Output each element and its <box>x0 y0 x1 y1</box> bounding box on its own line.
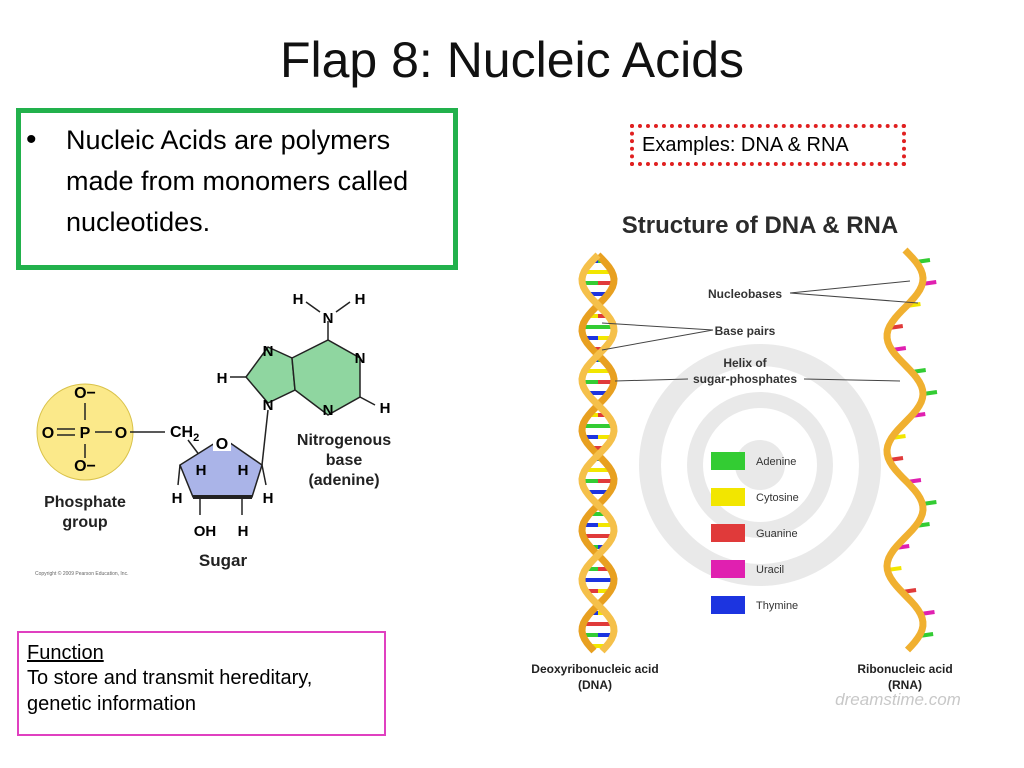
phosphate-o-top: O− <box>74 385 96 402</box>
watermark-text: dreamstime.com <box>835 690 961 709</box>
base-h-top-left: H <box>293 291 304 308</box>
sugar-h-3: H <box>172 490 183 507</box>
slide-title: Flap 8: Nucleic Acids <box>279 32 745 88</box>
figure-title: Structure of DNA & RNA <box>622 212 898 239</box>
legend-swatch-uracil <box>711 560 745 578</box>
legend-label-uracil: Uracil <box>756 564 784 576</box>
label-base-pairs: Base pairs <box>715 324 776 338</box>
function-title: Function <box>27 642 104 664</box>
sugar-o: O <box>216 436 228 453</box>
sugar-h-1: H <box>196 462 207 479</box>
dna-label-line2: (DNA) <box>578 678 612 692</box>
legend-swatch-guanine <box>711 524 745 542</box>
base-h-top-right: H <box>355 291 366 308</box>
label-helix-line1: Helix of <box>723 356 767 370</box>
examples-text: Examples: DNA & RNA <box>642 134 849 156</box>
base-n-1: N <box>263 343 274 360</box>
sugar-oh: OH <box>194 523 217 540</box>
function-text: To store and transmit hereditary, geneti… <box>27 667 313 715</box>
base-h-left: H <box>217 370 228 387</box>
legend-swatch-thymine <box>711 596 745 614</box>
phosphate-o-left: O <box>42 425 54 442</box>
dna-double-helix <box>578 252 618 654</box>
sugar-h-2: H <box>238 462 249 479</box>
phosphate-p: P <box>80 425 91 442</box>
definition-text: Nucleic Acids are polymers made from mon… <box>66 125 409 237</box>
legend-label-thymine: Thymine <box>756 600 798 612</box>
copyright-text: Copyright © 2009 Pearson Education, Inc. <box>35 570 128 577</box>
rna-label-line1: Ribonucleic acid <box>857 662 952 676</box>
rna-label-line2: (RNA) <box>888 678 922 692</box>
legend-swatch-cytosine <box>711 488 745 506</box>
dna-backbone-strand-b <box>578 252 618 654</box>
base-n-3: N <box>263 397 274 414</box>
base-n-4: N <box>323 402 334 419</box>
phosphate-o-right: O <box>115 425 127 442</box>
dna-rna-structure-figure: Structure of DNA & RNA Nucleobases Base … <box>531 212 961 709</box>
nucleotide-diagram: O− O P O O− Phosphate group CH2 O H H H … <box>35 291 391 577</box>
ch2-label: CH2 <box>170 424 199 444</box>
legend-label-adenine: Adenine <box>756 456 796 468</box>
legend-label-cytosine: Cytosine <box>756 492 799 504</box>
legend-label-guanine: Guanine <box>756 528 798 540</box>
base-label-line3: (adenine) <box>308 472 379 489</box>
phosphate-o-bottom: O− <box>74 458 96 475</box>
examples-box <box>630 124 906 166</box>
phosphate-label-line1: Phosphate <box>44 494 126 511</box>
label-nucleobases: Nucleobases <box>708 287 782 301</box>
rna-backbone-strand <box>883 247 927 653</box>
function-box <box>17 631 386 736</box>
dna-label-line1: Deoxyribonucleic acid <box>531 662 658 676</box>
sugar-label: Sugar <box>199 551 248 570</box>
base-n-2: N <box>355 350 366 367</box>
label-helix-line2: sugar-phosphates <box>693 372 797 386</box>
base-label-line2: base <box>326 452 363 469</box>
base-label-line1: Nitrogenous <box>297 432 391 449</box>
sugar-h-5: H <box>238 523 249 540</box>
base-n-amino: N <box>323 310 334 327</box>
watermark-spiral-icon <box>639 344 881 586</box>
base-ring-5 <box>245 346 296 404</box>
sugar-h-4: H <box>263 490 274 507</box>
legend-swatch-adenine <box>711 452 745 470</box>
phosphate-label-line2: group <box>62 514 108 531</box>
bullet-point-icon: • <box>26 123 37 156</box>
rna-single-strand <box>883 247 938 653</box>
base-h-right: H <box>380 400 391 417</box>
definition-box <box>16 108 458 270</box>
